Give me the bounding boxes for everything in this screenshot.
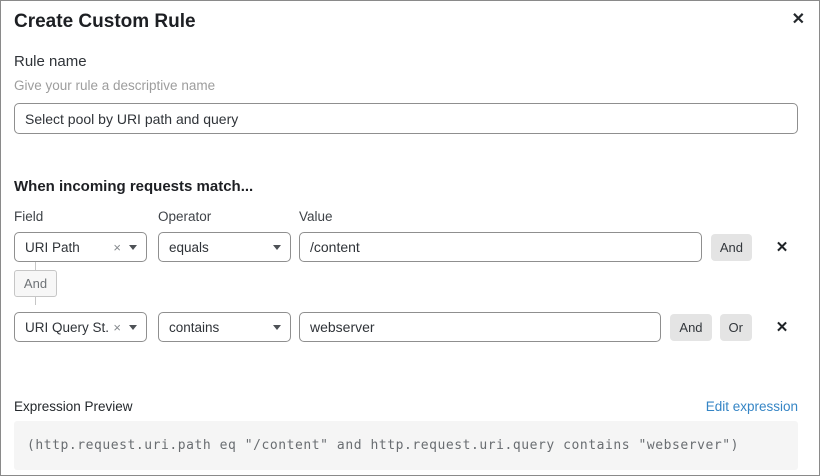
operator-select-value: contains: [169, 319, 220, 335]
remove-condition-icon[interactable]: ✕: [775, 238, 789, 256]
expression-preview-label: Expression Preview: [14, 399, 133, 414]
and-connector-badge: And: [14, 270, 57, 297]
condition-row: URI Path × equals And ✕: [14, 232, 798, 262]
field-column-label: Field: [14, 209, 44, 224]
operator-select[interactable]: contains: [158, 312, 291, 342]
field-select-value: URI Query St...: [25, 319, 110, 335]
expression-preview-code: (http.request.uri.path eq "/content" and…: [14, 421, 798, 470]
dialog-title: Create Custom Rule: [14, 11, 196, 32]
condition-connector: And: [14, 262, 798, 305]
value-column-label: Value: [299, 209, 333, 224]
or-button[interactable]: Or: [719, 313, 752, 341]
and-button[interactable]: And: [710, 233, 752, 261]
rule-name-label: Rule name: [14, 53, 87, 70]
rule-name-input[interactable]: [14, 103, 798, 134]
condition-row: URI Query St... × contains And Or ✕: [14, 312, 798, 342]
close-icon[interactable]: ✕: [790, 9, 807, 31]
value-input[interactable]: [299, 312, 662, 342]
chevron-down-icon: [273, 324, 281, 330]
operator-column-label: Operator: [158, 209, 212, 224]
remove-condition-icon[interactable]: ✕: [775, 318, 789, 336]
clear-field-icon[interactable]: ×: [113, 319, 121, 335]
operator-select[interactable]: equals: [158, 232, 291, 262]
match-heading: When incoming requests match...: [14, 178, 254, 195]
value-input[interactable]: [299, 232, 702, 262]
field-select-value: URI Path: [25, 239, 80, 255]
expression-preview-header: Expression Preview Edit expression: [14, 399, 798, 415]
rule-name-helper-text: Give your rule a descriptive name: [14, 78, 216, 93]
field-select[interactable]: URI Query St... ×: [14, 312, 147, 342]
field-select[interactable]: URI Path ×: [14, 232, 147, 262]
operator-select-value: equals: [169, 239, 209, 255]
and-button[interactable]: And: [670, 313, 712, 341]
edit-expression-link[interactable]: Edit expression: [705, 399, 798, 414]
clear-field-icon[interactable]: ×: [113, 239, 121, 255]
chevron-down-icon: [273, 244, 281, 250]
dialog-header: Create Custom Rule: [14, 1, 798, 33]
builder-column-labels: Field Operator Value: [14, 209, 798, 225]
chevron-down-icon: [129, 324, 137, 330]
chevron-down-icon: [129, 244, 137, 250]
